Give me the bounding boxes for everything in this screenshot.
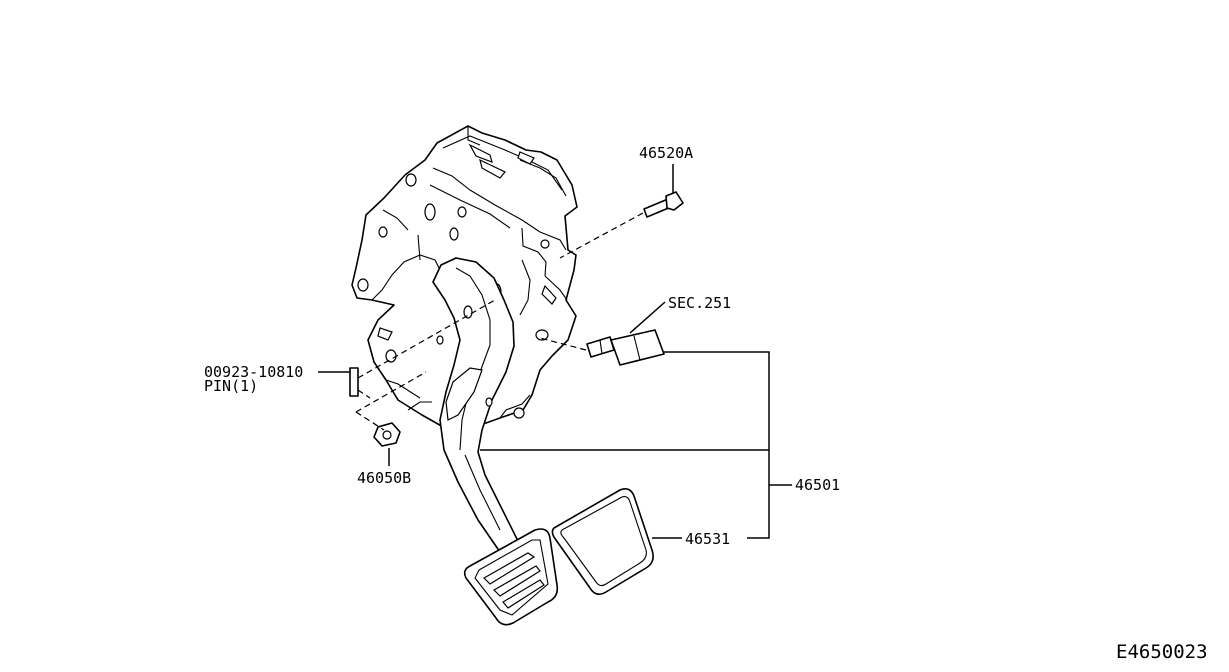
pedal-foot-plate: [463, 528, 559, 626]
label-pin-note: PIN(1): [204, 377, 258, 395]
label-nut: 46050B: [357, 469, 411, 487]
leader-lines: [318, 164, 792, 539]
label-pad: 46531: [685, 530, 730, 548]
assembly-guide-lines: [355, 212, 644, 431]
figure-code: E4650023: [1116, 641, 1208, 663]
label-switch: SEC.251: [668, 294, 731, 312]
pedal-arm: [432, 257, 521, 553]
pedal-pad: [551, 488, 654, 596]
nut-46050b-part: [373, 422, 401, 447]
pin-part: [349, 367, 359, 397]
stop-lamp-switch: [586, 329, 665, 366]
label-bolt: 46520A: [639, 144, 693, 162]
label-pin-part: 00923-10810: [204, 363, 303, 381]
label-assembly: 46501: [795, 476, 840, 494]
bolt-46520a-part: [643, 191, 684, 218]
